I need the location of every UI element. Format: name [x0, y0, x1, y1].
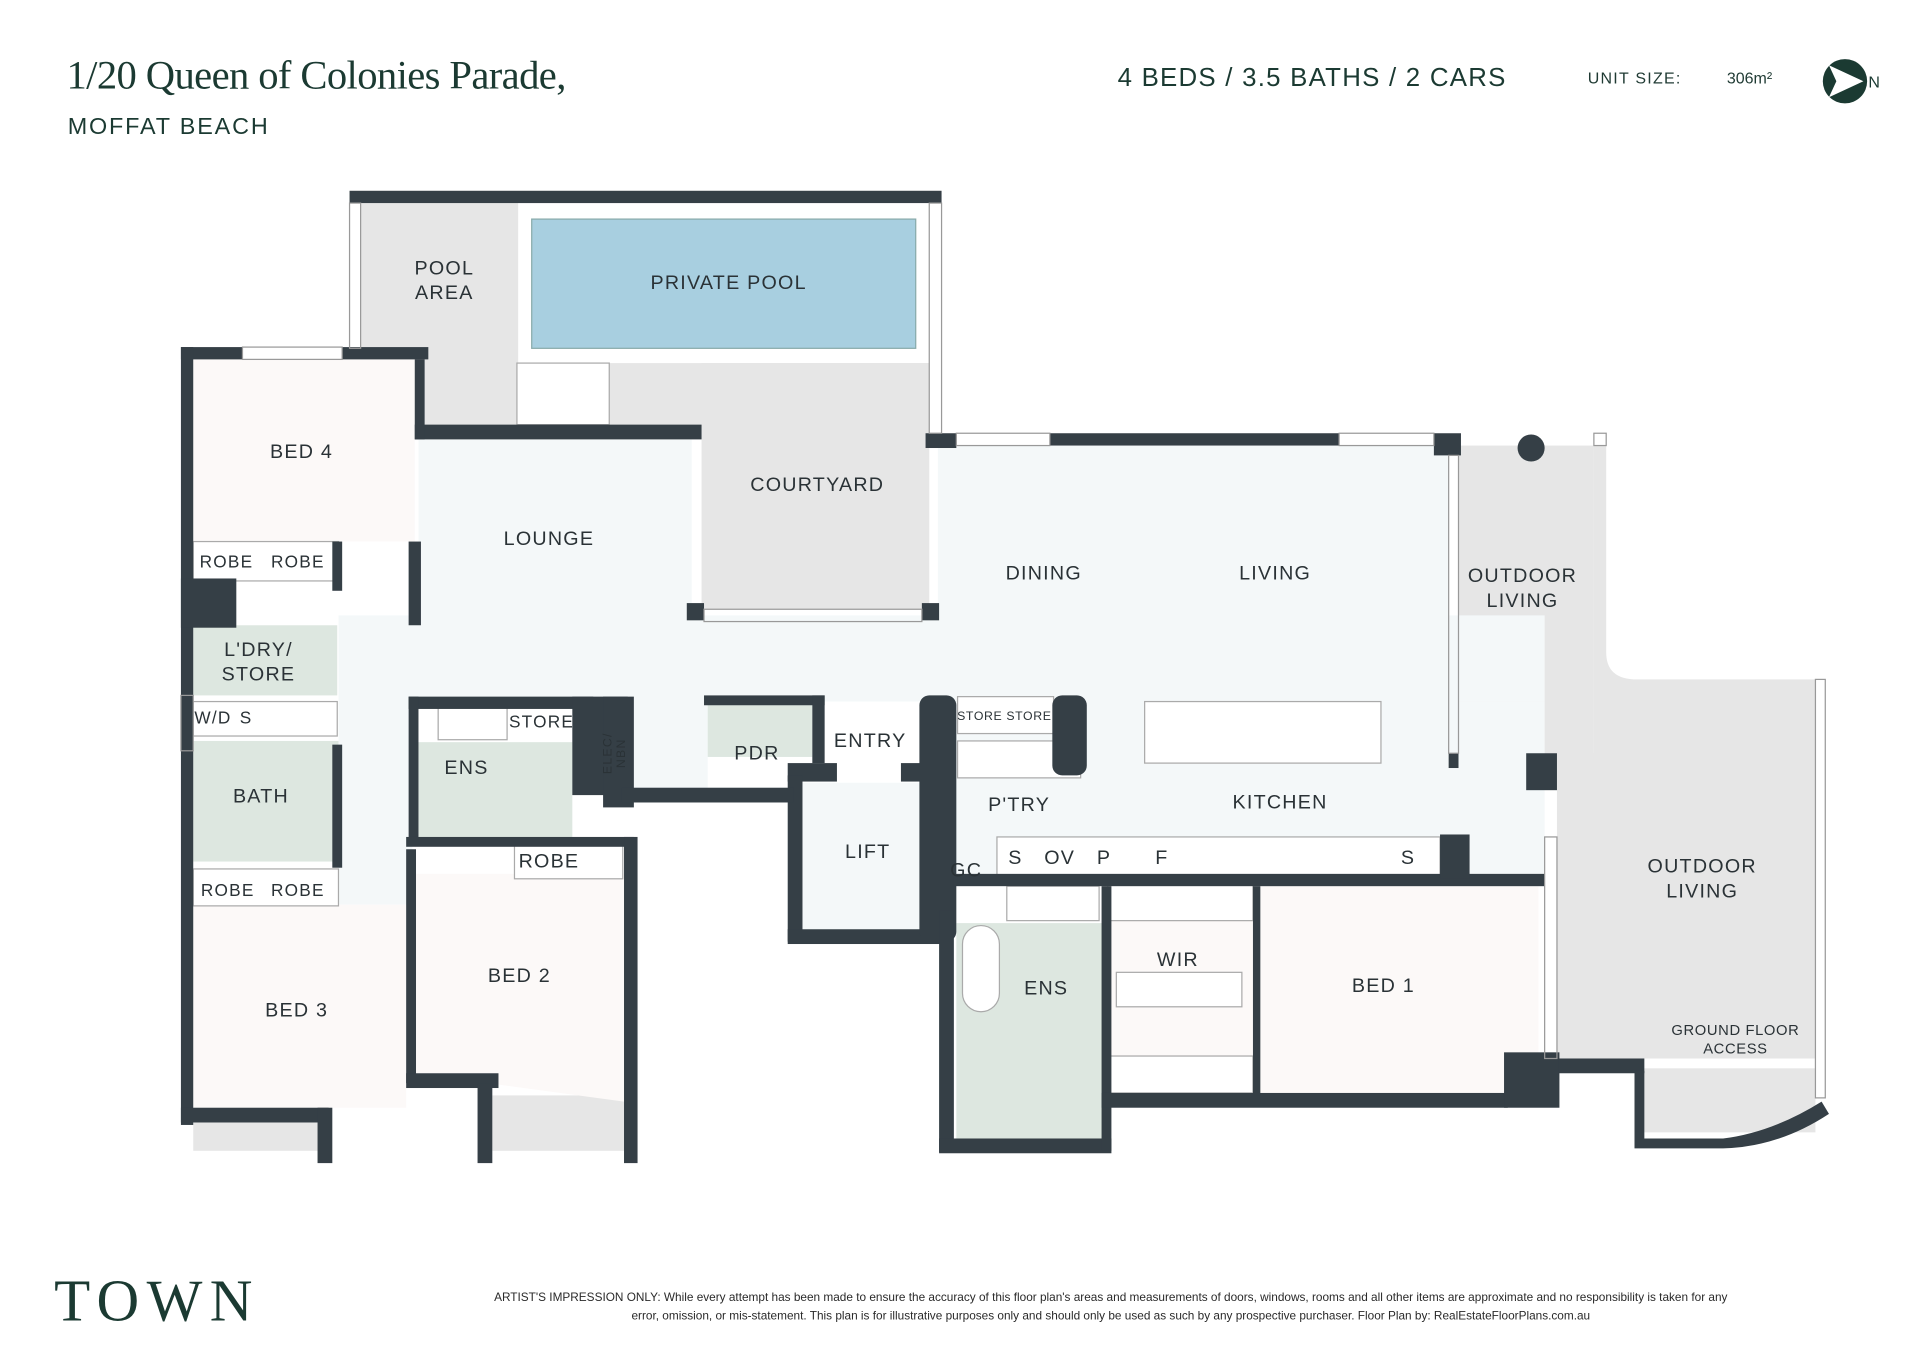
room-lounge: LOUNGE [503, 529, 595, 551]
north-arrow-icon: N [1822, 59, 1880, 104]
town-logo: TOWN [54, 1268, 260, 1335]
property-suburb: MOFFAT BEACH [67, 114, 270, 141]
room-dining: DINING [1005, 563, 1082, 585]
room-bed-2: BED 2 [487, 966, 551, 988]
property-specs: 4 BEDS / 3.5 BATHS / 2 CARS [1117, 64, 1507, 93]
room-bed-1: BED 1 [1351, 976, 1415, 997]
room-robe: ROBE [270, 880, 325, 900]
kitchen-oven: OV [1044, 848, 1076, 869]
room-store: STORE [957, 710, 1003, 724]
room-kitchen: KITCHEN [1232, 792, 1328, 814]
room-walk-in-robe: WIR [1156, 950, 1199, 972]
kitchen-pantry: P [1096, 848, 1112, 869]
room-washer-dryer: W/D [194, 707, 232, 728]
unit-size-label: UNIT SIZE: [1587, 68, 1682, 88]
room-robe: ROBE [200, 880, 255, 900]
room-pool-area: POOL AREA [414, 258, 475, 305]
room-store: STORE [1006, 710, 1052, 724]
room-pantry: P'TRY [988, 795, 1051, 817]
disclaimer: ARTIST'S IMPRESSION ONLY: While every at… [494, 1291, 1728, 1324]
room-ensuite-1: ENS [1024, 978, 1069, 1000]
room-living: LIVING [1239, 563, 1312, 585]
ground-floor-access: GROUND FLOOR ACCESS [1671, 1021, 1800, 1058]
room-bed-4: BED 4 [270, 441, 334, 463]
room-bath: BATH [232, 786, 289, 808]
room-outdoor-living: OUTDOOR LIVING [1647, 856, 1757, 903]
property-address: 1/20 Queen of Colonies Parade, [66, 54, 566, 99]
room-ensuite-2: ENS [444, 758, 489, 780]
kitchen-sink: S [1008, 848, 1023, 869]
room-powder: PDR [734, 743, 780, 765]
room-robe: ROBE [518, 851, 580, 873]
room-laundry-store: L'DRY/ STORE [221, 640, 296, 686]
north-label: N [1868, 74, 1880, 91]
unit-size-value: 306m² [1726, 68, 1773, 88]
room-entry: ENTRY [833, 731, 907, 753]
room-store: STORE [508, 711, 575, 732]
wet-areas [193, 625, 1108, 1139]
room-lift: LIFT [845, 841, 891, 863]
garbage-cupboard: GC [950, 860, 983, 882]
kitchen-fridge: F [1155, 848, 1169, 869]
room-private-pool: PRIVATE POOL [650, 273, 807, 295]
room-elec-nbn: ELEC/ NBN [601, 732, 629, 775]
walls [180, 190, 1829, 1164]
room-robe: ROBE [270, 551, 325, 572]
kitchen-sink: S [1400, 848, 1416, 869]
room-outdoor-living: OUTDOOR LIVING [1467, 566, 1578, 612]
pool-water [531, 218, 917, 349]
fixtures [192, 362, 1441, 1094]
window-lines [180, 202, 1826, 1099]
room-robe: ROBE [199, 551, 254, 572]
room-courtyard: COURTYARD [750, 475, 885, 497]
room-bed-3: BED 3 [265, 1000, 329, 1022]
room-sink: S [239, 707, 253, 728]
